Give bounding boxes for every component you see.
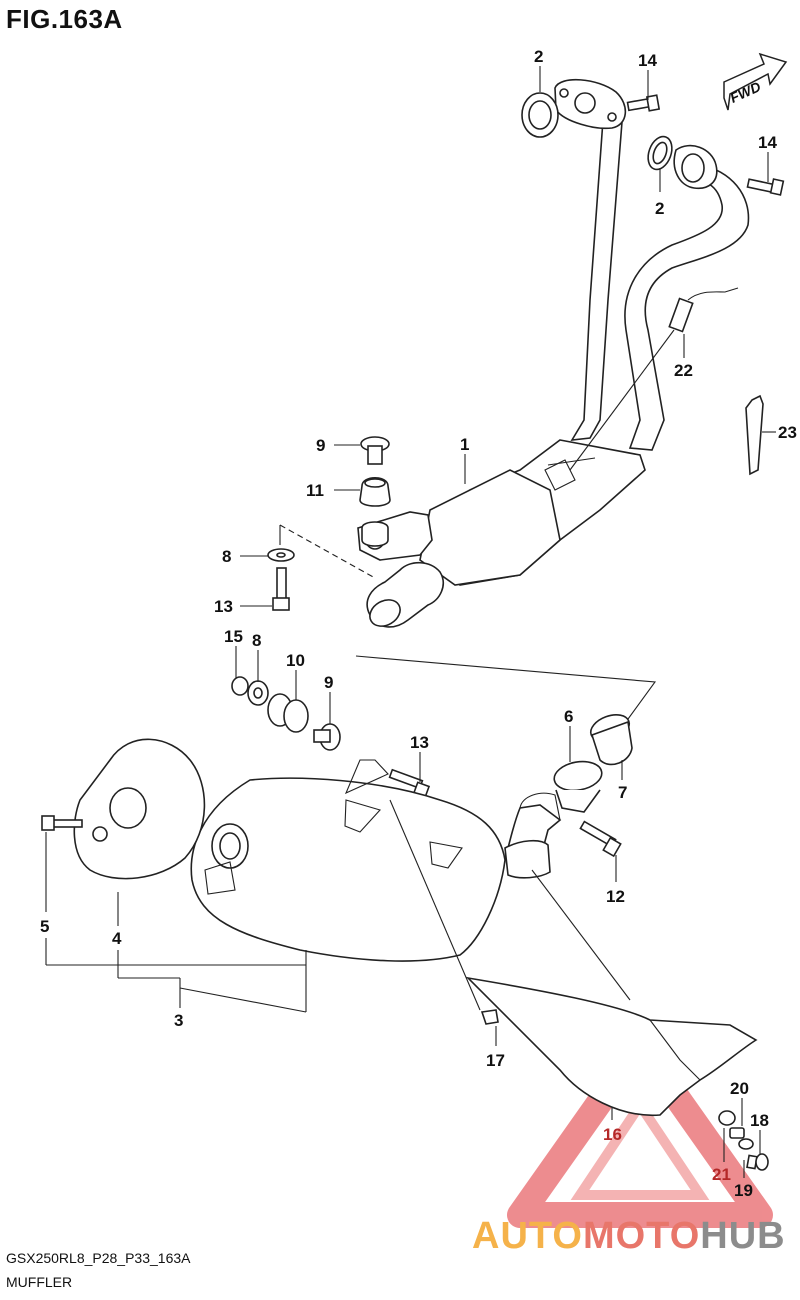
callouts: 2 14 14 2 22 23 1 9 11 8 13 15 8 10 9 13… [40,47,797,1200]
exhaust-pipe-assembly [357,78,750,628]
callout-8-upper: 8 [222,547,231,566]
cushion-11 [359,476,391,507]
callout-22: 22 [674,361,693,380]
grommet-21 [718,1110,736,1126]
cable-tie-23 [745,394,776,476]
watermark-logo [507,1032,773,1228]
callout-9-lower: 9 [324,673,333,692]
callout-10: 10 [286,651,305,670]
callout-8-lower: 8 [252,631,261,650]
cushion-seat [361,521,389,547]
bolt-14-upper [626,94,661,112]
rubber-17 [480,1009,499,1025]
callout-2-upper: 2 [534,47,543,66]
watermark-part1: AUTO [472,1215,583,1257]
watermark-part3: HUB [700,1215,786,1257]
nut-15 [231,676,249,696]
figure-title: FIG.163A [6,4,123,34]
callout-5: 5 [40,917,49,936]
oxygen-sensor-22 [569,287,739,471]
callout-13-lower: 13 [410,733,429,752]
watermark-part2: MOTO [582,1215,701,1257]
callout-23: 23 [778,423,797,442]
callout-13-upper: 13 [214,597,233,616]
callout-21: 21 [712,1165,731,1184]
screw-18 [746,1153,769,1171]
callout-11: 11 [306,481,324,500]
gasket-2-upper [521,92,559,138]
callout-18: 18 [750,1111,769,1130]
callout-14-upper: 14 [638,51,657,70]
callout-1: 1 [460,435,469,454]
callout-9-upper: 9 [316,436,325,455]
cushion-10 [267,693,309,733]
bolt-13-upper [272,567,290,611]
heat-shield-16 [465,976,758,1116]
bolt-5 [41,815,83,831]
collar-9-lower [313,723,341,751]
callout-2-lower: 2 [655,199,664,218]
callout-14-lower: 14 [758,133,777,152]
callout-20: 20 [730,1079,749,1098]
muffler-end-cap-4 [73,738,206,880]
callout-16: 16 [603,1125,622,1144]
callout-6: 6 [564,707,573,726]
section-name: MUFFLER [6,1274,73,1290]
washer-19 [738,1138,754,1150]
callout-15: 15 [224,627,243,646]
callout-4: 4 [112,929,122,948]
bolt-14-lower [746,178,785,196]
callout-19: 19 [734,1181,753,1200]
washer-8-upper [267,548,295,562]
collar-20 [729,1127,745,1139]
bolt-12 [579,820,622,858]
washer-8-lower [247,680,269,706]
gasket-2-lower [647,135,673,171]
connector-7 [589,714,633,766]
callout-7: 7 [618,783,627,802]
model-code: GSX250RL8_P28_P33_163A [6,1250,191,1266]
callout-12: 12 [606,887,625,906]
fwd-arrow-icon: FWD [723,52,788,111]
watermark-wordmark: AUTOMOTOHUB [472,1215,786,1258]
clamp-6 [553,760,603,813]
callout-17: 17 [486,1051,505,1070]
leader-lines [45,66,769,1178]
callout-3: 3 [174,1011,183,1030]
collar-9-upper [360,436,390,465]
muffler-body [190,759,562,962]
